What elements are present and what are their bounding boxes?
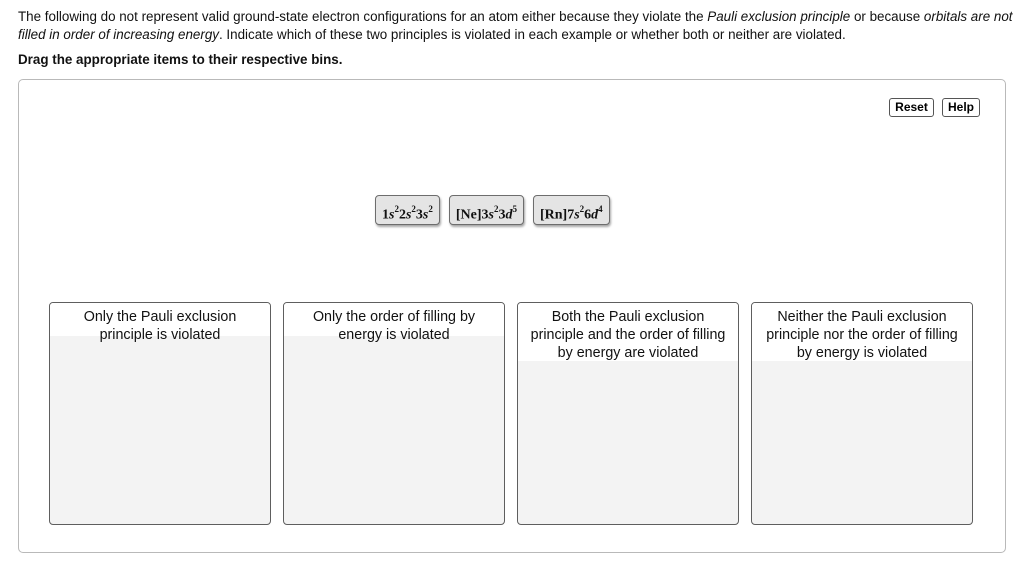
config-shell-number: 3 xyxy=(415,207,423,223)
bin-only-order[interactable]: Only the order of filling by energy is v… xyxy=(283,302,505,525)
instruction-text: Drag the appropriate items to their resp… xyxy=(18,52,343,67)
config-core: [Rn] xyxy=(539,207,568,223)
intro-text-3: . Indicate which of these two principles… xyxy=(218,27,846,42)
draggable-item-config-2[interactable]: [Ne]3s23d5 xyxy=(448,195,524,225)
config-shell-number: 6 xyxy=(584,207,592,223)
config-electron-count: 2 xyxy=(428,204,433,214)
config-subshell-letter: d xyxy=(591,207,599,223)
bin-drop-area[interactable] xyxy=(284,336,504,524)
bin-drop-area[interactable] xyxy=(518,361,738,524)
config-subshell-letter: s xyxy=(574,207,580,223)
bin-label: Both the Pauli exclusion principle and t… xyxy=(518,303,738,361)
config-electron-count: 2 xyxy=(394,204,399,214)
bin-drop-area[interactable] xyxy=(50,336,270,524)
drag-drop-workspace: Reset Help 1s22s23s2 [Ne]3s23d5 [Rn]7s26… xyxy=(18,79,1006,553)
bin-neither[interactable]: Neither the Pauli exclusion principle no… xyxy=(751,302,973,525)
bin-label: Only the Pauli exclusion principle is vi… xyxy=(50,303,270,343)
bin-label: Neither the Pauli exclusion principle no… xyxy=(752,303,972,361)
intro-text-1: The following do not represent valid gro… xyxy=(18,9,708,24)
help-button[interactable]: Help xyxy=(942,98,980,117)
config-subshell-letter: s xyxy=(389,207,395,223)
config-shell-number: 3 xyxy=(498,207,506,223)
draggable-items-pool: 1s22s23s2 [Ne]3s23d5 [Rn]7s26d4 xyxy=(375,195,610,225)
config-electron-count: 4 xyxy=(598,204,603,214)
config-electron-count: 2 xyxy=(411,204,416,214)
config-shell-number: 3 xyxy=(481,207,489,223)
reset-button[interactable]: Reset xyxy=(889,98,934,117)
intro-orbitals-term: orbitals are not filled in order of incr… xyxy=(18,9,1013,42)
config-electron-count: 2 xyxy=(579,204,585,214)
config-subshell-letter: s xyxy=(422,207,429,223)
bin-only-pauli[interactable]: Only the Pauli exclusion principle is vi… xyxy=(49,302,271,525)
bin-drop-area[interactable] xyxy=(752,361,972,524)
config-subshell-letter: s xyxy=(488,207,494,223)
intro-text-2: or because xyxy=(850,9,924,24)
config-subshell-letter: s xyxy=(405,207,412,223)
config-core: [Ne] xyxy=(455,207,482,223)
draggable-item-config-1[interactable]: 1s22s23s2 xyxy=(375,195,440,225)
config-shell-number: 7 xyxy=(567,207,575,223)
draggable-item-config-3[interactable]: [Rn]7s26d4 xyxy=(532,195,610,225)
config-electron-count: 5 xyxy=(512,204,517,214)
problem-statement: The following do not represent valid gro… xyxy=(18,8,1014,44)
intro-pauli-term: Pauli exclusion principle xyxy=(707,9,851,24)
config-shell-number: 2 xyxy=(398,207,406,223)
bin-both[interactable]: Both the Pauli exclusion principle and t… xyxy=(517,302,739,525)
config-shell-number: 1 xyxy=(382,207,389,223)
bin-label: Only the order of filling by energy is v… xyxy=(284,303,504,343)
config-subshell-letter: d xyxy=(505,207,513,223)
config-electron-count: 2 xyxy=(493,204,499,214)
